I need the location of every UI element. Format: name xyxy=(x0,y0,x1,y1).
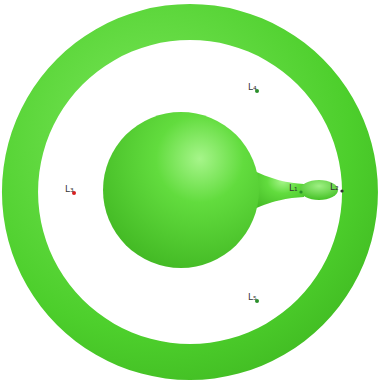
primary-star xyxy=(103,112,259,268)
lagrange-point-label: L₁ xyxy=(289,184,298,193)
lagrange-point-label: L₂ xyxy=(330,183,339,192)
lagrange-point-label: L₄ xyxy=(248,83,257,92)
lagrange-point-label: L₅ xyxy=(248,293,257,302)
secondary-lobe xyxy=(300,180,338,200)
lagrange-point-label: L₃ xyxy=(65,185,74,194)
lagrange-markers xyxy=(72,89,344,303)
outer-ring xyxy=(2,4,378,380)
